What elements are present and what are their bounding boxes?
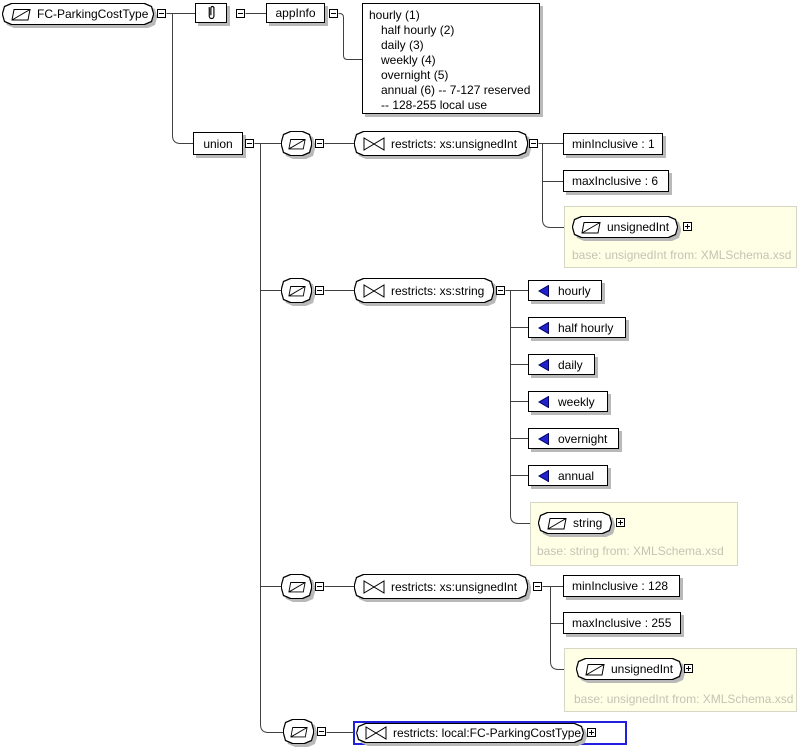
base-type-label: unsignedInt bbox=[611, 662, 674, 676]
appinfo-label: appInfo bbox=[275, 6, 316, 20]
base-type-box[interactable]: unsignedInt bbox=[572, 216, 678, 238]
simpletype-icon bbox=[581, 221, 601, 233]
union-box[interactable]: union bbox=[193, 132, 243, 155]
restriction-bowtie-icon bbox=[363, 136, 385, 151]
expand-toggle[interactable] bbox=[587, 728, 596, 737]
enumeration-label: half hourly bbox=[558, 320, 614, 335]
restriction-label: restricts: xs:string bbox=[391, 283, 485, 298]
union-member-type[interactable] bbox=[281, 131, 312, 156]
collapse-toggle[interactable] bbox=[529, 139, 538, 148]
root-simpletype-box[interactable]: FC-ParkingCostType bbox=[2, 3, 154, 25]
collapse-toggle[interactable] bbox=[315, 286, 324, 295]
restriction-bowtie-icon bbox=[363, 579, 385, 594]
facet-label: maxInclusive : 6 bbox=[572, 174, 659, 188]
enumeration-box[interactable]: daily bbox=[528, 354, 595, 375]
enumeration-box[interactable]: overnight bbox=[528, 428, 619, 449]
simpletype-icon bbox=[287, 581, 306, 592]
enumeration-icon bbox=[538, 284, 549, 297]
collapse-toggle[interactable] bbox=[329, 9, 338, 18]
collapse-toggle[interactable] bbox=[496, 286, 505, 295]
enumeration-label: weekly bbox=[558, 394, 595, 409]
union-label: union bbox=[203, 136, 233, 151]
union-member-type[interactable] bbox=[281, 574, 312, 599]
enumeration-icon bbox=[538, 321, 549, 334]
restriction-box[interactable]: restricts: xs:string bbox=[354, 278, 494, 303]
union-member-type[interactable] bbox=[281, 278, 312, 303]
restriction-label: restricts: xs:unsignedInt bbox=[391, 579, 518, 594]
restriction-box[interactable]: restricts: xs:unsignedInt bbox=[354, 131, 528, 156]
expand-toggle[interactable] bbox=[684, 664, 693, 673]
simpletype-icon bbox=[585, 663, 605, 675]
root-type-label: FC-ParkingCostType bbox=[37, 7, 149, 21]
facet-label: minInclusive : 128 bbox=[572, 579, 669, 593]
facet-box[interactable]: maxInclusive : 6 bbox=[563, 170, 669, 192]
enumeration-box[interactable]: weekly bbox=[528, 391, 608, 412]
base-type-label: string bbox=[573, 516, 603, 530]
facet-box[interactable]: minInclusive : 1 bbox=[563, 133, 663, 155]
simpletype-icon bbox=[11, 8, 31, 20]
collapse-toggle[interactable] bbox=[317, 727, 326, 736]
facet-label: minInclusive : 1 bbox=[572, 137, 655, 151]
collapse-toggle[interactable] bbox=[245, 139, 254, 148]
appinfo-line: annual (6) -- 7-127 reserved bbox=[381, 83, 531, 97]
annotation-box[interactable] bbox=[195, 3, 227, 23]
enumeration-box[interactable]: half hourly bbox=[528, 317, 626, 338]
expand-toggle[interactable] bbox=[683, 222, 692, 231]
base-caption: base: unsignedInt from: XMLSchema.xsd bbox=[574, 692, 794, 706]
enumeration-label: daily bbox=[558, 357, 583, 372]
simpletype-icon bbox=[289, 726, 308, 737]
enumeration-box[interactable]: hourly bbox=[528, 280, 602, 301]
simpletype-icon bbox=[547, 517, 567, 529]
appinfo-text-box[interactable]: hourly (1) half hourly (2) daily (3) wee… bbox=[362, 3, 540, 114]
enumeration-box[interactable]: annual bbox=[528, 465, 608, 486]
appinfo-line: overnight (5) bbox=[381, 68, 449, 82]
facet-box[interactable]: maxInclusive : 255 bbox=[563, 612, 681, 634]
enumeration-icon bbox=[538, 395, 549, 408]
union-member-type[interactable] bbox=[283, 719, 314, 744]
restriction-label: restricts: local:FC-ParkingCostType bbox=[393, 726, 582, 740]
collapse-toggle[interactable] bbox=[533, 582, 542, 591]
appinfo-line: daily (3) bbox=[381, 38, 424, 52]
collapse-toggle[interactable] bbox=[315, 139, 324, 148]
base-caption: base: string from: XMLSchema.xsd bbox=[537, 544, 724, 558]
restriction-label: restricts: xs:unsignedInt bbox=[391, 136, 518, 151]
collapse-toggle[interactable] bbox=[236, 9, 245, 18]
facet-label: maxInclusive : 255 bbox=[572, 616, 672, 630]
simpletype-icon bbox=[287, 138, 306, 149]
simpletype-icon bbox=[287, 285, 306, 296]
facet-box[interactable]: minInclusive : 128 bbox=[563, 575, 680, 597]
collapse-toggle[interactable] bbox=[157, 9, 166, 18]
appinfo-line: -- 128-255 local use bbox=[381, 98, 488, 112]
appinfo-line: half hourly (2) bbox=[381, 23, 455, 37]
base-type-box[interactable]: string bbox=[538, 512, 612, 534]
expand-toggle[interactable] bbox=[616, 518, 625, 527]
enumeration-icon bbox=[538, 432, 549, 445]
collapse-toggle[interactable] bbox=[315, 582, 324, 591]
enumeration-label: overnight bbox=[558, 431, 608, 446]
appinfo-line: hourly (1) bbox=[369, 8, 420, 22]
base-type-box[interactable]: unsignedInt bbox=[576, 658, 682, 680]
restriction-bowtie-icon bbox=[363, 283, 385, 298]
enumeration-label: annual bbox=[558, 468, 595, 483]
enumeration-icon bbox=[538, 469, 549, 482]
restriction-box[interactable]: restricts: local:FC-ParkingCostType bbox=[356, 723, 584, 743]
enumeration-label: hourly bbox=[558, 283, 591, 298]
restriction-bowtie-icon bbox=[365, 726, 387, 740]
appinfo-box[interactable]: appInfo bbox=[266, 3, 325, 23]
paperclip-icon bbox=[208, 6, 215, 20]
restriction-box[interactable]: restricts: xs:unsignedInt bbox=[354, 574, 528, 599]
appinfo-line: weekly (4) bbox=[381, 53, 436, 67]
base-type-label: unsignedInt bbox=[607, 220, 670, 234]
base-caption: base: unsignedInt from: XMLSchema.xsd bbox=[572, 248, 792, 262]
enumeration-icon bbox=[538, 358, 549, 371]
